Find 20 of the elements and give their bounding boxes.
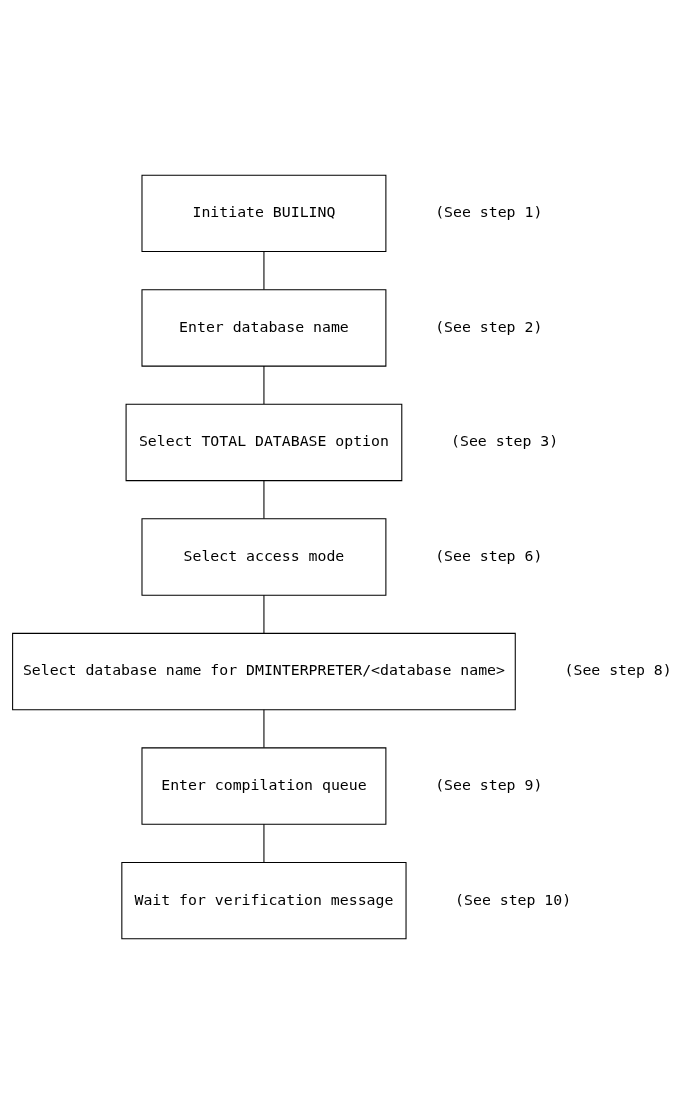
connector (263, 594, 265, 634)
connector (263, 823, 265, 863)
connector (263, 709, 265, 749)
node-label: (See step 10) (455, 890, 572, 908)
node-box: Enter compilation queue (141, 747, 387, 825)
node-label: (See step 6) (435, 546, 543, 564)
node-box: Select access mode (141, 518, 387, 596)
connector (263, 251, 265, 290)
node-box: Select database name for DMINTERPRETER/<database name> (12, 632, 516, 711)
node-box: Wait for verification message (121, 861, 407, 940)
node-box: Initiate BUILINQ (141, 174, 387, 253)
node-label: (See step 8) (564, 661, 672, 679)
connector (263, 365, 265, 405)
node-label: (See step 3) (451, 432, 559, 450)
node-label: (See step 1) (435, 203, 543, 221)
node-label: (See step 2) (435, 317, 543, 335)
connector (263, 480, 265, 519)
node-label: (See step 9) (435, 775, 543, 793)
node-box: Enter database name (141, 289, 387, 367)
node-box: Select TOTAL DATABASE option (125, 403, 403, 482)
